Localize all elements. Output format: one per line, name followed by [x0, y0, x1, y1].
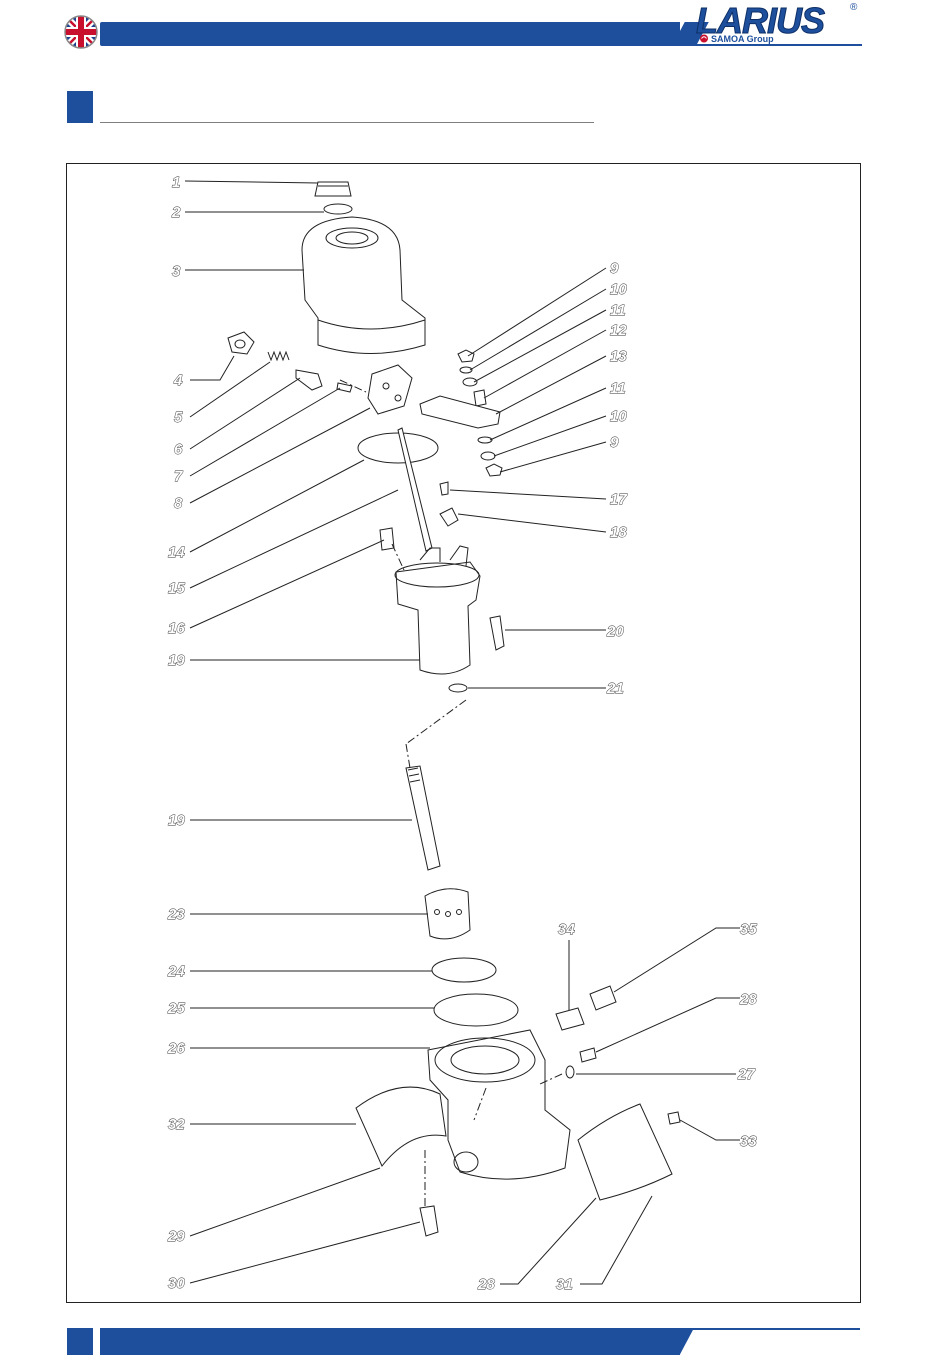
callout-31: 31 — [556, 1276, 573, 1293]
callout-9: 9 — [610, 260, 619, 277]
callout-5: 5 — [174, 409, 183, 426]
callout-1: 1 — [172, 174, 180, 191]
callout-10: 10 — [610, 281, 627, 298]
callout-25: 25 — [167, 1000, 185, 1017]
callout-13: 13 — [610, 348, 627, 365]
callout-15: 15 — [168, 580, 185, 597]
callout-19: 19 — [168, 652, 185, 669]
callout-2: 2 — [171, 204, 181, 221]
callout-11: 11 — [610, 302, 626, 319]
callout-12: 12 — [610, 322, 627, 339]
callout-27: 27 — [737, 1066, 755, 1083]
callout-9b: 9 — [610, 434, 619, 451]
callout-32: 32 — [168, 1116, 185, 1133]
footer-marker — [67, 1328, 93, 1355]
callout-16: 16 — [168, 620, 185, 637]
footer-bar — [100, 1328, 680, 1355]
callout-10b: 10 — [610, 408, 627, 425]
callout-7: 7 — [174, 468, 183, 485]
callout-35: 35 — [740, 921, 757, 938]
callout-3: 3 — [172, 263, 181, 280]
callout-26: 26 — [167, 1040, 185, 1057]
callout-33: 33 — [740, 1133, 757, 1150]
callout-21: 21 — [606, 680, 624, 697]
callout-24: 24 — [167, 963, 185, 980]
callout-28b: 28 — [477, 1276, 495, 1293]
callout-34: 34 — [558, 921, 575, 938]
callout-17: 17 — [610, 491, 627, 508]
callout-14: 14 — [168, 544, 185, 561]
callout-23: 23 — [167, 906, 185, 923]
callout-19b: 19 — [168, 812, 185, 829]
callout-18: 18 — [610, 524, 627, 541]
callout-4: 4 — [173, 372, 183, 389]
footer-rule — [692, 1328, 860, 1330]
callout-20: 20 — [606, 623, 624, 640]
callout-28: 28 — [739, 991, 757, 1008]
callout-8: 8 — [174, 495, 183, 512]
callout-6: 6 — [174, 441, 183, 458]
callout-11b: 11 — [610, 380, 626, 397]
callout-29: 29 — [167, 1228, 185, 1245]
callout-30: 30 — [168, 1275, 185, 1292]
